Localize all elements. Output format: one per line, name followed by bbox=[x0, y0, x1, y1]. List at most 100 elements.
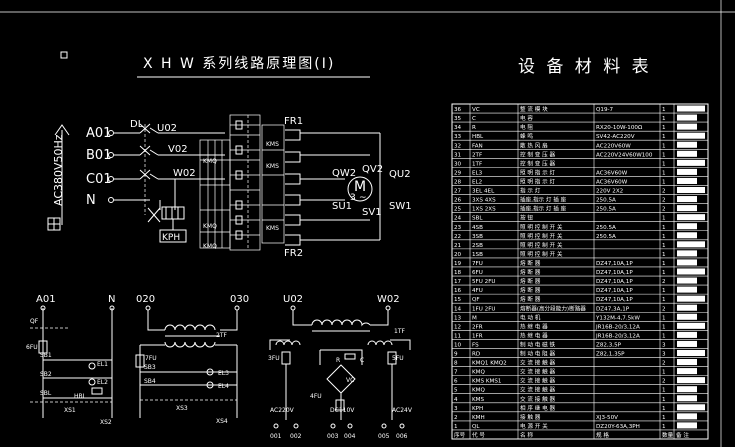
table-cell-name: 整 流 模 块 bbox=[520, 105, 548, 113]
table-cell-name: 插座,指示 灯 插 座 bbox=[520, 196, 567, 204]
table-cell-no: 31 bbox=[454, 152, 462, 158]
motor-m-label: M bbox=[354, 179, 366, 195]
table-cell-name: 熔 断 器 bbox=[520, 277, 541, 285]
table-cell-name: 接 触 器 bbox=[520, 413, 541, 421]
table-cell-code: R bbox=[472, 125, 476, 131]
table-cell-spec: Q19-7 bbox=[596, 107, 614, 113]
table-cell-spec: 250.5A bbox=[596, 225, 616, 231]
table-footer-cell: 序号 bbox=[454, 431, 466, 439]
table-cell-qty: 2 bbox=[662, 207, 666, 213]
table-cell-qty: 1 bbox=[662, 179, 666, 185]
c3-c-label: C bbox=[360, 357, 364, 364]
redacted-note bbox=[677, 168, 697, 175]
qw2-label: QW2 bbox=[332, 168, 356, 179]
table-cell-code: QF bbox=[472, 297, 480, 303]
table-cell-code: FAN bbox=[472, 143, 483, 149]
table-cell-no: 7 bbox=[454, 370, 458, 376]
c1-xs2-label: XS2 bbox=[100, 419, 112, 426]
table-cell-qty: 1 bbox=[662, 134, 666, 140]
table-cell-code: KMS bbox=[472, 397, 484, 403]
table-cell-code: 1FR bbox=[472, 333, 483, 339]
table-cell-spec: Y132M-4,7.5kW bbox=[595, 315, 640, 321]
table-cell-spec: DZ47,10A,1P bbox=[596, 279, 633, 285]
table-cell-name: 控 制 变 压 器 bbox=[520, 159, 555, 167]
dl-label: DL bbox=[130, 119, 144, 130]
motor-symbol bbox=[347, 176, 373, 202]
table-cell-qty: 1 bbox=[662, 397, 666, 403]
control-circuit-2: 020 030 2TF 7FU SB3 SB4 EL3 EL4 XS3 XS4 bbox=[135, 294, 249, 425]
table-cell-qty: 1 bbox=[662, 152, 666, 158]
phase-label-n: N bbox=[86, 193, 96, 208]
phase-label-a01: A01 bbox=[86, 126, 111, 141]
table-cell-code: HBL bbox=[472, 134, 484, 140]
redacted-note bbox=[677, 159, 705, 166]
redacted-note bbox=[677, 241, 705, 248]
redacted-note bbox=[677, 150, 697, 157]
c3-left-label: U02 bbox=[283, 294, 303, 305]
redacted-note bbox=[677, 286, 697, 293]
c2-xs4-label: XS4 bbox=[216, 418, 228, 425]
c1-hbl-label: HBL bbox=[74, 393, 87, 400]
c3-r-label: R bbox=[336, 357, 340, 364]
table-cell-code: KMQ bbox=[472, 388, 485, 394]
table-cell-qty: 1 bbox=[662, 415, 666, 421]
table-cell-qty: 1 bbox=[662, 243, 666, 249]
motor-3-label: 3 bbox=[350, 193, 356, 203]
phase-label-c01: C01 bbox=[86, 172, 112, 187]
table-cell-code: 2TF bbox=[472, 152, 482, 158]
table-cell-spec: 250.5A bbox=[596, 198, 616, 204]
table-cell-spec: DZ20Y-63A,3PH bbox=[596, 424, 640, 430]
table-cell-name: 交 流 接 触 器 bbox=[520, 368, 555, 376]
table-cell-code: 1FU 2FU bbox=[472, 306, 496, 312]
table-cell-no: 35 bbox=[454, 116, 462, 122]
w02-label: W02 bbox=[173, 168, 196, 179]
table-cell-name: 相 序 继 电 器 bbox=[520, 404, 555, 412]
table-cell-qty: 1 bbox=[662, 252, 666, 258]
redacted-note bbox=[677, 105, 705, 112]
ground-symbol bbox=[47, 217, 61, 231]
table-cell-name: 散 热 风 扇 bbox=[520, 141, 548, 149]
table-cell-no: 34 bbox=[454, 125, 462, 131]
table-cell-no: 30 bbox=[454, 161, 462, 167]
table-cell-name: 照 明 指 示 灯 bbox=[520, 168, 555, 176]
table-cell-name: 电 容 bbox=[520, 114, 533, 122]
table-cell-code: C bbox=[472, 116, 476, 122]
table-cell-code: 1SB bbox=[472, 252, 483, 258]
kmq-label-3: KMQ bbox=[203, 243, 217, 250]
redacted-note bbox=[677, 186, 705, 194]
table-cell-code: KMQ1 KMQ2 bbox=[472, 361, 507, 367]
table-cell-spec: 250.5A bbox=[596, 207, 616, 213]
c3-right-label: W02 bbox=[377, 294, 400, 305]
c2-7fu-label: 7FU bbox=[145, 355, 157, 362]
c2-el3-label: EL3 bbox=[218, 370, 229, 377]
table-cell-code: 3EL 4EL bbox=[472, 189, 495, 195]
table-cell-spec: RX20-10W-100Ω bbox=[596, 125, 643, 131]
table-cell-spec: DZ47,10A,1P bbox=[596, 261, 633, 267]
redacted-note bbox=[677, 141, 697, 148]
kms-label-1: KMS bbox=[266, 141, 279, 148]
table-cell-code: 4SB bbox=[472, 225, 483, 231]
table-cell-qty: 1 bbox=[662, 288, 666, 294]
table-cell-no: 22 bbox=[454, 234, 461, 240]
redacted-note bbox=[677, 349, 705, 357]
table-cell-name: 交 流 接 触 器 bbox=[520, 395, 555, 403]
kph-label: KPH bbox=[162, 233, 180, 243]
qu2-label: QU2 bbox=[389, 169, 411, 180]
table-cell-no: 33 bbox=[454, 134, 462, 140]
fr2-label: FR2 bbox=[284, 248, 303, 259]
table-cell-code: KPH bbox=[472, 406, 483, 412]
redacted-note bbox=[677, 422, 697, 429]
table-cell-code: 7FU bbox=[472, 261, 483, 267]
c2-right-label: 030 bbox=[230, 294, 249, 305]
table-cell-qty: 1 bbox=[662, 234, 666, 240]
table-cell-code: EL3 bbox=[472, 170, 483, 176]
switch-contacts bbox=[229, 114, 261, 251]
table-cell-no: 9 bbox=[454, 352, 458, 358]
table-cell-no: 5 bbox=[454, 388, 458, 394]
terminal-001: 001 bbox=[270, 433, 282, 440]
table-cell-no: 23 bbox=[454, 225, 462, 231]
redacted-note bbox=[677, 313, 697, 320]
table-cell-qty: 3 bbox=[662, 342, 666, 348]
table-cell-no: 19 bbox=[454, 261, 462, 267]
c1-sb1-label: SB1 bbox=[40, 352, 52, 359]
